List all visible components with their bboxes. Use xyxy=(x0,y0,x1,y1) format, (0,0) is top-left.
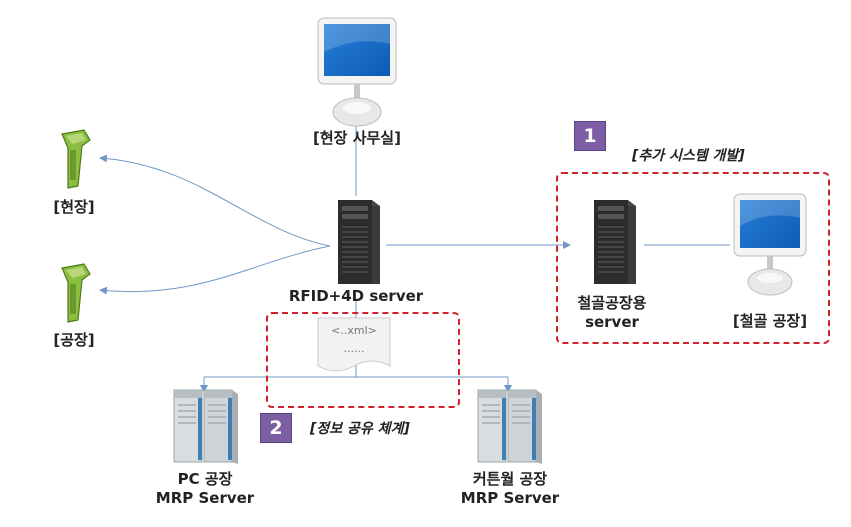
field-office-monitor-icon xyxy=(316,16,398,128)
group-1-badge: 1 xyxy=(574,121,606,151)
curtain-wall-mrp-label-line1: 커튼월 공장 xyxy=(472,470,548,488)
factory-label: [공장] xyxy=(53,331,95,349)
steel-server-label-line1: 철골공장용 xyxy=(577,294,647,312)
xml-doc-line1: <..xml> xyxy=(331,324,377,337)
steel-server-icon xyxy=(588,196,638,286)
steel-factory-label: [철골 공장] xyxy=(732,312,808,330)
group-2-box xyxy=(266,312,460,408)
xml-doc-line2: ...... xyxy=(343,342,365,355)
pc-mrp-label-line1: PC 공장 xyxy=(177,470,233,488)
pc-mrp-label-line2: MRP Server xyxy=(155,489,255,507)
server-to-factory-curve xyxy=(99,245,331,295)
barcode-scanner-icon xyxy=(56,128,96,190)
group-1-caption: [추가 시스템 개발] xyxy=(632,148,745,164)
pc-mrp-server-icon xyxy=(172,388,238,464)
xml-document-icon xyxy=(316,316,392,374)
site-label: [현장] xyxy=(53,198,95,216)
group-2-badge: 2 xyxy=(260,413,292,443)
barcode-scanner-icon xyxy=(56,262,96,324)
steel-factory-monitor-icon xyxy=(732,192,808,298)
curtain-wall-mrp-server-icon xyxy=(476,388,542,464)
steel-server-label-line2: server xyxy=(585,313,639,331)
server-to-site-curve xyxy=(99,154,331,247)
field-office-label: [현장 사무실] xyxy=(313,129,401,147)
group-2-caption: [정보 공유 체계] xyxy=(310,421,410,437)
group-1-box xyxy=(556,172,830,344)
rfid-server-icon xyxy=(332,196,382,286)
rfid-server-label: RFID+4D server xyxy=(288,287,424,305)
curtain-wall-mrp-label-line2: MRP Server xyxy=(460,489,560,507)
